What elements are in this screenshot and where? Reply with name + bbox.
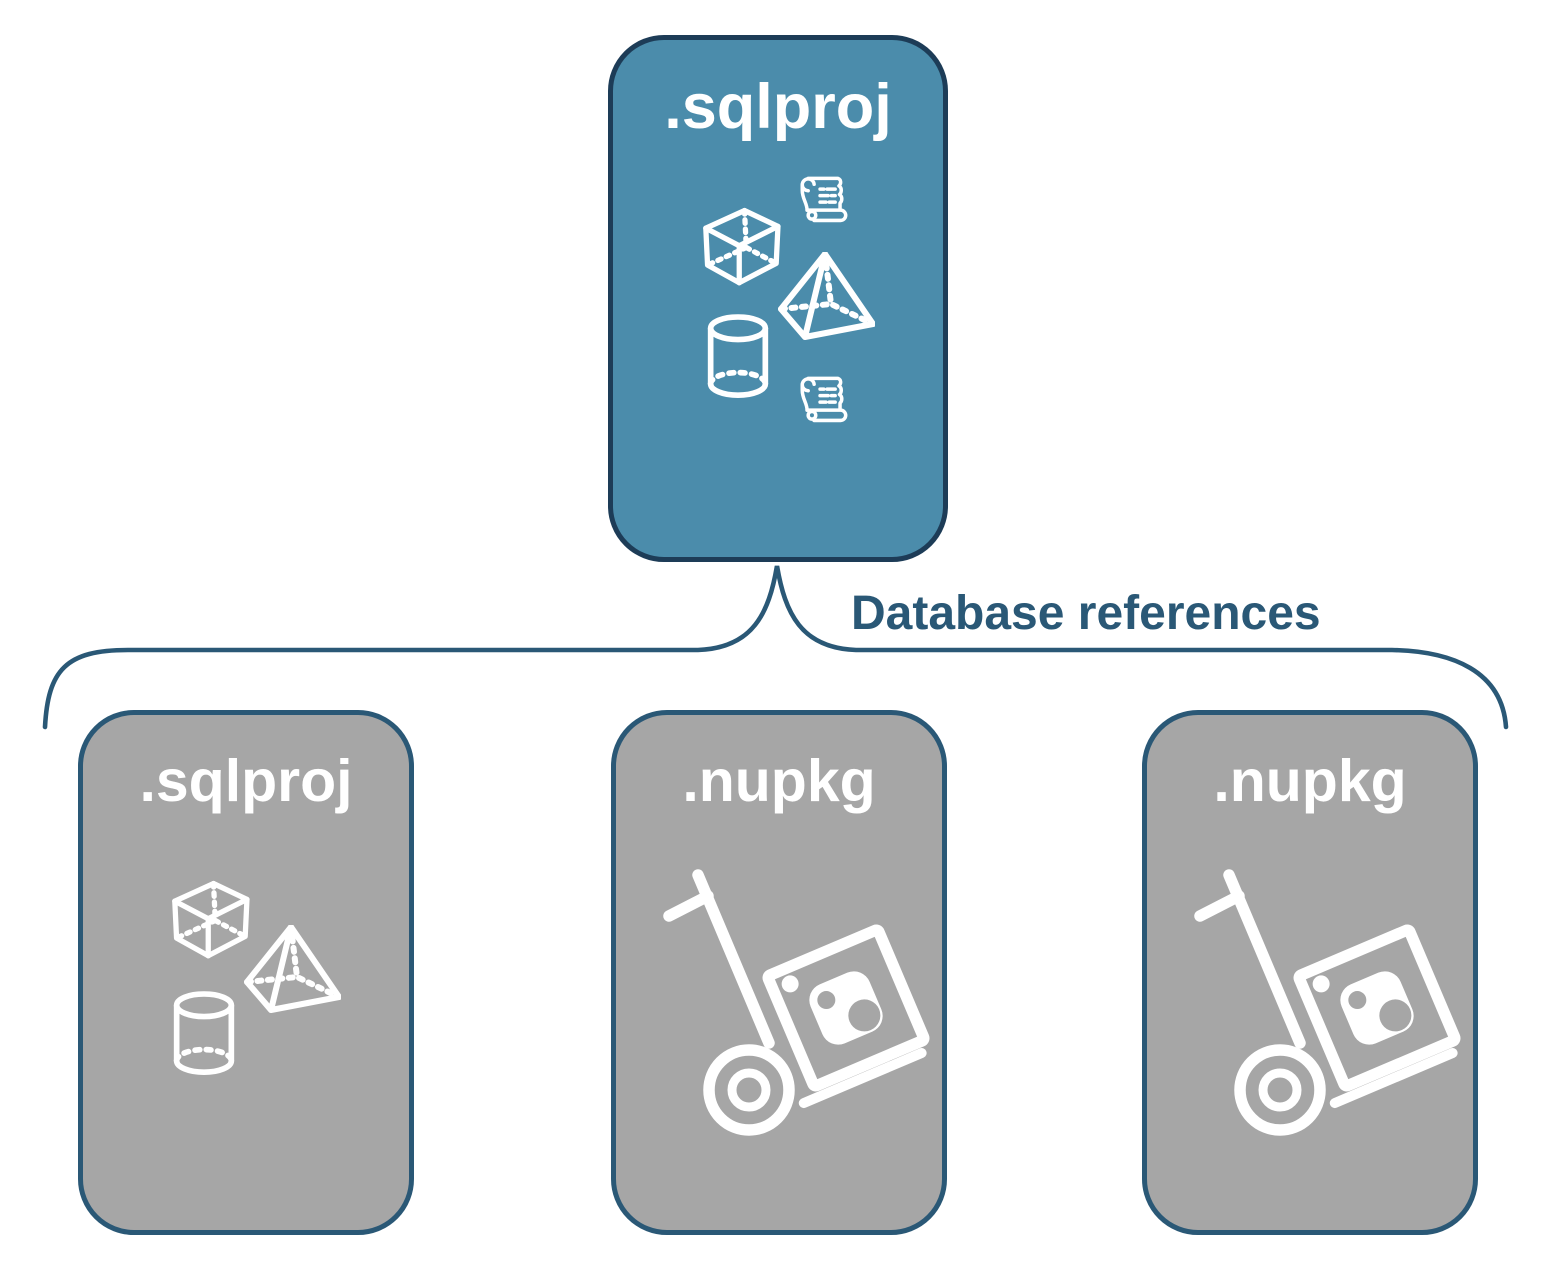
scroll-icon <box>799 374 853 428</box>
pyramid-icon <box>775 252 875 340</box>
pyramid-icon <box>241 925 341 1013</box>
root-node-sqlproj: .sqlproj <box>608 35 948 562</box>
cylinder-icon <box>171 991 237 1078</box>
child-node-label: .nupkg <box>1213 748 1407 814</box>
child-node-nupkg: .nupkg <box>1142 710 1478 1235</box>
child-node-nupkg: .nupkg <box>611 710 947 1235</box>
root-node-label: .sqlproj <box>664 72 892 142</box>
scroll-icon <box>799 174 853 228</box>
nuget-hand-truck-icon <box>658 863 938 1143</box>
nuget-hand-truck-icon <box>1189 863 1469 1143</box>
child-node-label: .nupkg <box>682 748 876 814</box>
child-node-label: .sqlproj <box>139 748 353 814</box>
cube-icon <box>697 200 785 288</box>
child-node-sqlproj: .sqlproj <box>78 710 414 1235</box>
cylinder-icon <box>705 314 771 401</box>
connector-label: Database references <box>851 587 1321 640</box>
